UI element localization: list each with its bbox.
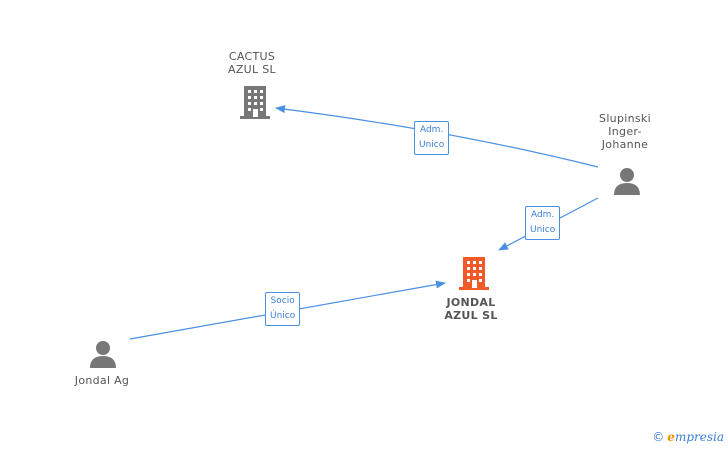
edge-label-line: Unico <box>530 225 556 235</box>
node-name-line: Slupinski <box>599 112 651 125</box>
node-label-jondal-ag[interactable]: Jondal Ag <box>64 374 140 387</box>
copyright-symbol: © <box>652 430 665 444</box>
node-name-line: Jondal Ag <box>74 374 130 387</box>
edge-label-line: Unico <box>419 140 445 150</box>
brand-initial: e <box>667 430 675 444</box>
node-name-line: Johanne <box>601 138 649 151</box>
edge-badge-slupinski-cactus[interactable]: Adm. Unico <box>414 121 450 155</box>
building-icon[interactable] <box>238 84 272 120</box>
node-name-line: AZUL SL <box>444 309 498 322</box>
node-name-line: Inger- <box>608 125 642 138</box>
person-icon[interactable] <box>88 339 118 369</box>
node-name-line: CACTUS <box>228 50 276 63</box>
node-name-line: AZUL SL <box>228 63 276 76</box>
empresia-watermark: ©empresia <box>652 430 724 444</box>
edge-badge-slupinski-jondal[interactable]: Adm. Unico <box>525 206 561 240</box>
node-label-slupinski[interactable]: Slupinski Inger- Johanne <box>590 112 660 151</box>
edge-label-line: Socio <box>270 296 295 306</box>
person-icon[interactable] <box>612 166 642 196</box>
building-icon-focus[interactable] <box>457 255 491 291</box>
edge-label-line: Único <box>270 311 296 321</box>
edge-label-line: Adm. <box>530 210 555 220</box>
node-name-line: JONDAL <box>446 296 496 309</box>
brand-rest: mpresia <box>674 430 724 444</box>
node-label-cactus[interactable]: CACTUS AZUL SL <box>222 50 282 76</box>
edge-badge-jondalag-jondal[interactable]: Socio Único <box>265 292 301 326</box>
edge-label-line: Adm. <box>419 125 444 135</box>
node-label-jondal-sl[interactable]: JONDAL AZUL SL <box>436 296 506 322</box>
